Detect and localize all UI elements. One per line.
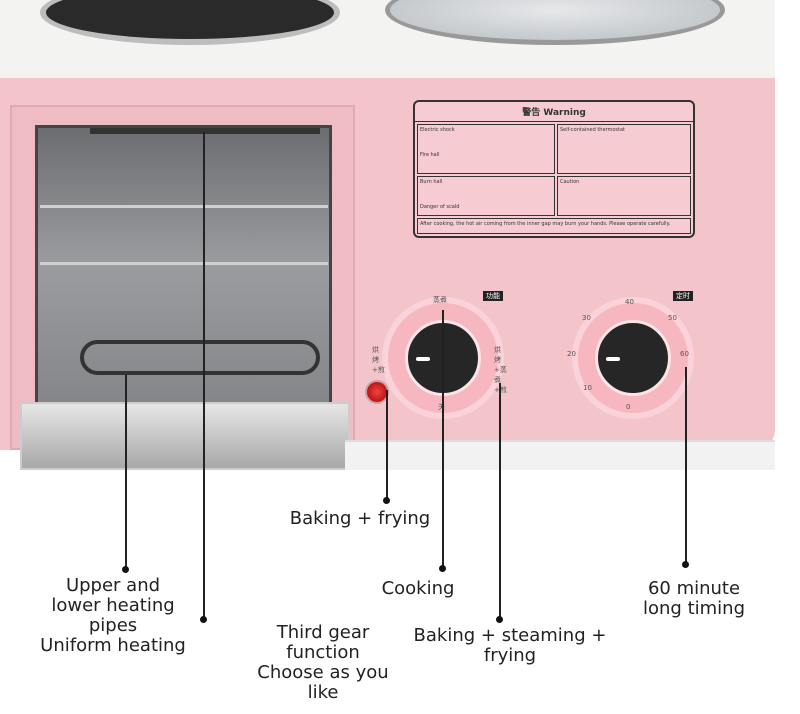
- timer-tick: 50: [668, 314, 677, 322]
- baking-tray: [20, 402, 350, 470]
- caption-baking-frying: Baking + frying: [289, 508, 431, 529]
- timer-tick: 40: [625, 298, 634, 306]
- function-label-top: 蒸煮: [433, 296, 447, 304]
- callout-line: [442, 310, 444, 568]
- callout-line: [125, 375, 127, 570]
- caption-line: Uniform heating: [40, 635, 186, 656]
- caption-line: pipes: [88, 615, 138, 636]
- callout-line: [386, 390, 388, 500]
- callout-dot: [122, 566, 129, 573]
- callout-dot: [496, 616, 503, 623]
- caption-cooking: Cooking: [381, 578, 455, 599]
- callout-line: [203, 132, 205, 620]
- upper-heating-pipe: [90, 128, 320, 134]
- lower-heating-pipe: [80, 340, 320, 375]
- warning-section: Fire hall: [417, 150, 555, 174]
- caption-line: frying: [483, 645, 537, 666]
- oven-rack: [40, 262, 328, 265]
- appliance-base: [345, 440, 775, 470]
- caption-line: Baking + steaming +: [413, 625, 607, 646]
- caption-line: function: [286, 642, 360, 663]
- timer-knob[interactable]: [595, 320, 671, 396]
- warning-label: 警告 Warning Electric shock Fire hall Burn…: [413, 100, 695, 238]
- caption-line: Upper and: [65, 575, 161, 596]
- knob-indicator: [416, 357, 430, 361]
- function-label-off: 关: [438, 402, 445, 412]
- warning-section: Danger of scald: [417, 202, 555, 216]
- knob-indicator: [606, 357, 620, 361]
- caption-line: Choose as you: [257, 662, 389, 683]
- caption-line: like: [307, 682, 339, 703]
- caption-line: long timing: [643, 598, 745, 619]
- caption-line: Third gear: [276, 622, 370, 643]
- warning-title: 警告 Warning: [415, 102, 693, 122]
- caption-third-gear: Third gear function Choose as you like: [257, 623, 388, 703]
- caption-baking-steaming-frying: Baking + steaming + frying: [414, 626, 607, 666]
- warning-section: Caution: [557, 176, 691, 216]
- caption-line: lower heating: [51, 595, 175, 616]
- timer-tick: 60: [680, 350, 689, 358]
- oven-rack: [40, 205, 328, 208]
- warning-section: Self-contained thermostat: [557, 124, 691, 174]
- callout-dot: [200, 616, 207, 623]
- timer-tick: 10: [583, 384, 592, 392]
- function-badge: 功能: [483, 291, 503, 301]
- callout-line: [499, 383, 501, 620]
- indicator-lamp: [365, 380, 389, 404]
- caption-timing: 60 minute long timing: [643, 579, 745, 619]
- timer-badge: 定时: [673, 291, 693, 301]
- callout-line: [685, 367, 687, 565]
- callout-dot: [383, 497, 390, 504]
- caption-line: 60 minute: [647, 578, 741, 599]
- warning-footer: After cooking, the hot air coming from t…: [417, 218, 691, 234]
- function-label-left: 烘烤+煎: [372, 346, 385, 374]
- timer-tick: 30: [582, 314, 591, 322]
- timer-tick: 0: [626, 403, 631, 411]
- callout-dot: [682, 561, 689, 568]
- callout-dot: [439, 565, 446, 572]
- timer-tick: 20: [567, 350, 576, 358]
- caption-heating-pipes: Upper and lower heating pipes Uniform he…: [40, 576, 186, 656]
